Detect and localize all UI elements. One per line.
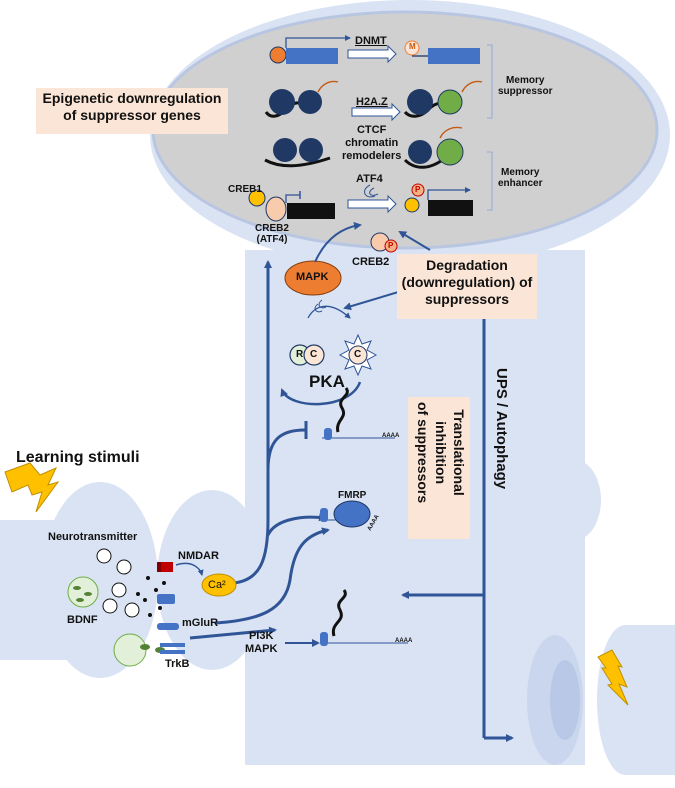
pka-complex bbox=[280, 299, 378, 406]
enhancer-bracket bbox=[487, 151, 493, 211]
translational-box bbox=[408, 397, 470, 539]
epigenetic-box: Epigenetic downregulation of suppressor … bbox=[36, 88, 228, 134]
creb2-label: CREB2 bbox=[352, 256, 390, 268]
h2az-label: H2A.Z bbox=[356, 96, 388, 108]
bdnf-vesicle bbox=[67, 576, 99, 608]
fmrp-label: FMRP bbox=[338, 490, 367, 501]
mapk-node bbox=[284, 260, 342, 296]
aaaa-label-upper: AAAA bbox=[382, 433, 400, 439]
h2az-row bbox=[264, 80, 483, 122]
atf4-label: ATF4 bbox=[356, 173, 383, 185]
bdnf-release bbox=[113, 633, 165, 667]
mrna-lower bbox=[320, 589, 408, 646]
dnmt-label: DNMT bbox=[355, 35, 387, 47]
memory-enhancer-label: Memory enhancer bbox=[498, 167, 543, 189]
receptor-mid bbox=[157, 594, 175, 604]
pi3k-mapk-label: PI3K MAPK bbox=[245, 630, 278, 655]
creb1-label: CREB1 bbox=[228, 184, 262, 195]
aaaa-label-lower: AAAA bbox=[395, 638, 413, 644]
pka-label: PKA bbox=[309, 372, 345, 391]
creb-row bbox=[248, 183, 473, 253]
nmdar-to-ca-arrow bbox=[175, 562, 204, 576]
mapk-arrow bbox=[314, 221, 362, 263]
c-active-label: C bbox=[354, 349, 362, 360]
creb2-atf4-label: CREB2 (ATF4) bbox=[255, 223, 289, 245]
trkb-label: TrkB bbox=[165, 658, 190, 670]
trkb-to-mrna bbox=[189, 626, 277, 640]
nmdar-receptor bbox=[157, 562, 173, 572]
synapse-right bbox=[520, 625, 675, 775]
methylation-row bbox=[269, 35, 480, 64]
to-fmrp-lower bbox=[215, 527, 330, 625]
mglur-receptor bbox=[157, 623, 179, 630]
lightning-icon bbox=[4, 462, 60, 513]
ca-label: Ca² bbox=[208, 579, 226, 591]
neurotransmitter-label: Neurotransmitter bbox=[48, 531, 138, 543]
lightning-icon-right bbox=[597, 649, 629, 706]
suppressor-bracket bbox=[487, 44, 493, 119]
mrna-upper bbox=[322, 387, 395, 440]
translational-label: Translational inhibition of suppressors bbox=[415, 402, 467, 504]
remodel-row bbox=[264, 126, 464, 169]
ups-autophagy-label: UPS / Autophagy bbox=[493, 368, 510, 490]
neurotransmitter-dots bbox=[136, 576, 170, 617]
neurotransmitter-vesicles bbox=[96, 548, 140, 618]
c-label: C bbox=[310, 349, 318, 360]
ca-node bbox=[201, 573, 237, 597]
ups-arrow-pka bbox=[343, 289, 406, 311]
mglur-label: mGluR bbox=[182, 617, 219, 629]
p-mark-label: P bbox=[415, 185, 421, 194]
inhibition-line bbox=[266, 428, 306, 471]
ctcf-label: CTCF chromatin remodelers bbox=[342, 124, 402, 162]
mapk-label: MAPK bbox=[296, 271, 329, 283]
ups-to-creb2 bbox=[398, 230, 431, 251]
p-mark-label-creb2: P bbox=[388, 241, 394, 250]
r-label: R bbox=[296, 349, 304, 360]
methyl-mark-label: M bbox=[409, 42, 416, 51]
learning-stimuli-label: Learning stimuli bbox=[16, 449, 140, 466]
nmdar-label: NMDAR bbox=[178, 550, 219, 562]
degradation-box: Degradation (downregulation) of suppress… bbox=[397, 254, 537, 319]
synapse-presynaptic bbox=[0, 482, 267, 678]
to-fmrp-upper bbox=[266, 513, 327, 536]
memory-suppressor-label: Memory suppressor bbox=[498, 75, 553, 97]
pathway-to-nucleus bbox=[233, 260, 272, 585]
trkb-receptor bbox=[160, 643, 185, 654]
bdnf-label: BDNF bbox=[67, 614, 98, 626]
fmrp-node bbox=[320, 500, 371, 528]
